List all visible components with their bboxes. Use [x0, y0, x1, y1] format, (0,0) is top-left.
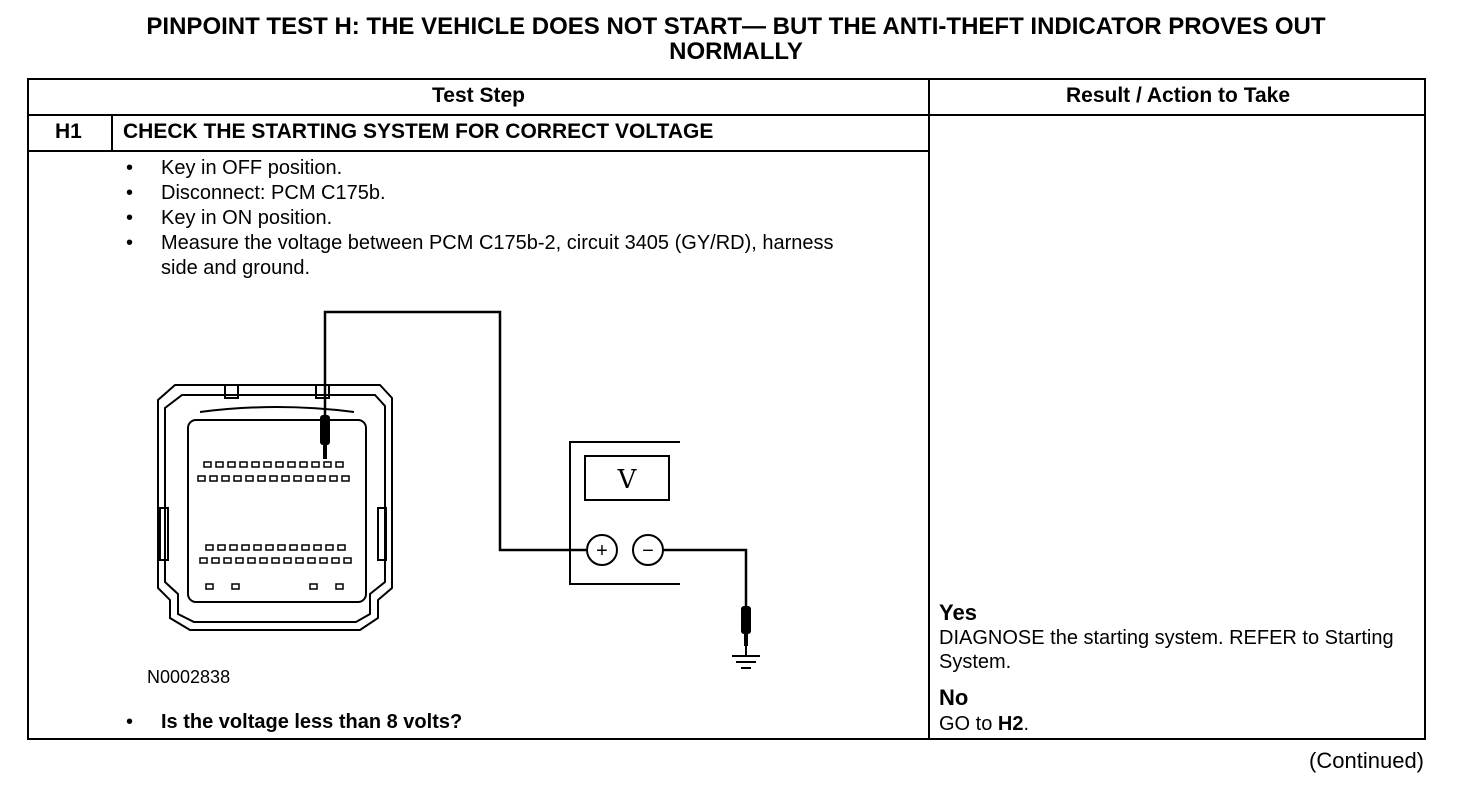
- result-yes-action: DIAGNOSE the starting system. REFER to S…: [939, 627, 1394, 673]
- page-title: PINPOINT TEST H: THE VEHICLE DOES NOT ST…: [0, 14, 1472, 64]
- figure-id: N0002838: [147, 667, 231, 687]
- positive-jack: [586, 534, 618, 566]
- connector-latch: [224, 385, 239, 399]
- side-lock: [377, 507, 387, 561]
- result-no-label: No: [939, 685, 969, 710]
- result-yes-label: Yes: [939, 600, 977, 625]
- ground-lead: [680, 548, 748, 610]
- continued-label: (Continued): [1309, 748, 1424, 773]
- connector-outline: [157, 384, 393, 631]
- voltmeter-display: [584, 455, 670, 501]
- step-title: CHECK THE STARTING SYSTEM FOR CORRECT VO…: [123, 120, 714, 143]
- result-no-action: GO to H2.: [939, 712, 1429, 736]
- ground-lead-diagram: [680, 548, 760, 669]
- voltmeter-symbol: V: [617, 465, 638, 495]
- test-question: Is the voltage less than 8 volts?: [121, 711, 462, 734]
- step-id-divider: [111, 116, 113, 151]
- terminal-face: [187, 419, 367, 603]
- instruction-item: Disconnect: PCM C175b.: [121, 181, 841, 206]
- header-test-step: Test Step: [432, 84, 525, 107]
- step-id: H1: [55, 120, 82, 143]
- no-action-prefix: GO to: [939, 713, 998, 735]
- terminal-row-3: [205, 544, 346, 551]
- instruction-list: Key in OFF position. Disconnect: PCM C17…: [121, 156, 841, 281]
- ground-probe: [741, 606, 751, 646]
- header-result: Result / Action to Take: [1065, 84, 1291, 107]
- terminal-row-1: [203, 461, 344, 468]
- no-action-suffix: .: [1023, 713, 1030, 735]
- step-title-divider: [29, 150, 928, 152]
- terminal-row-4: [199, 557, 352, 564]
- no-action-target: H2: [997, 713, 1024, 735]
- title-line-2: NORMALLY: [669, 38, 803, 65]
- terminal-row-5: [205, 583, 344, 590]
- title-line-1: PINPOINT TEST H: THE VEHICLE DOES NOT ST…: [146, 13, 1326, 40]
- connector-voltmeter-diagram: V + −: [157, 310, 680, 631]
- instruction-item: Key in OFF position.: [121, 156, 841, 181]
- terminal-row-2: [197, 475, 350, 482]
- connector-latch: [315, 385, 330, 399]
- voltmeter: [569, 441, 680, 585]
- positive-probe: [320, 415, 330, 459]
- side-lock: [159, 507, 169, 561]
- positive-test-lead: [323, 310, 586, 552]
- instruction-item: Key in ON position.: [121, 206, 841, 231]
- connector-inner-outline: [164, 394, 386, 623]
- column-divider: [928, 80, 930, 740]
- instruction-item: Measure the voltage between PCM C175b-2,…: [121, 231, 841, 281]
- connector-lever: [199, 406, 355, 413]
- negative-symbol: −: [642, 540, 654, 562]
- header-divider: [29, 114, 1426, 116]
- pinpoint-test-table: Test Step Result / Action to Take H1 CHE…: [27, 78, 1426, 740]
- ground-symbol: [732, 646, 760, 669]
- positive-symbol: +: [596, 540, 608, 562]
